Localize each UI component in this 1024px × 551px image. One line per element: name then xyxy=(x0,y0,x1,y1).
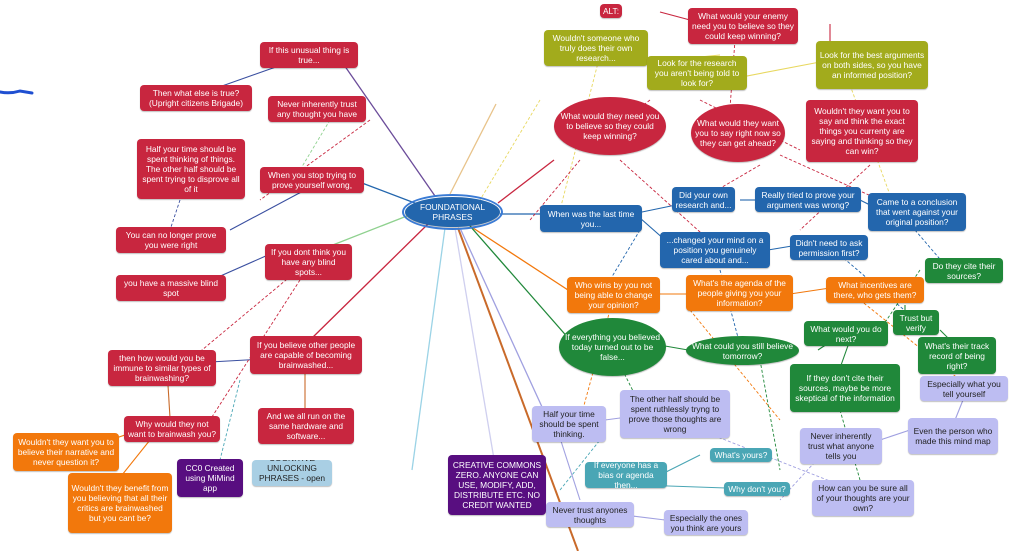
node-especially-yourself[interactable]: Especially what you tell yourself xyxy=(920,376,1008,401)
node-came-conclusion[interactable]: Came to a conclusion that went against y… xyxy=(868,193,966,231)
node-immune[interactable]: then how would you be immune to similar … xyxy=(108,350,216,386)
main-branches xyxy=(309,61,579,551)
node-what-else[interactable]: Then what else is true? (Upright citizen… xyxy=(140,85,252,111)
node-believe-others[interactable]: If you believe other people are capable … xyxy=(250,336,362,374)
node-unusual-thing[interactable]: If this unusual thing is true... xyxy=(260,42,358,68)
node-made-map[interactable]: Even the person who made this mind map xyxy=(908,418,998,454)
node-cognitive-unlocking[interactable]: COGNITIVE UNLOCKING PHRASES - open sourc… xyxy=(252,460,332,486)
node-half-thinking[interactable]: Half your time should be spent thinking … xyxy=(137,139,245,199)
node-think-exact[interactable]: Wouldn't they want you to say and think … xyxy=(806,100,918,162)
node-benefit[interactable]: Wouldn't they benefit from you believing… xyxy=(68,473,172,533)
node-truly-research[interactable]: Wouldn't someone who truly does their ow… xyxy=(544,30,648,66)
node-tried-prove[interactable]: Really tried to prove your argument was … xyxy=(755,187,861,212)
node-brainwash-you[interactable]: Why would they not want to brainwash you… xyxy=(124,416,220,442)
node-especially-yours[interactable]: Especially the ones you think are yours xyxy=(664,510,748,535)
node-never-tells[interactable]: Never inherently trust what anyone tells… xyxy=(800,428,882,464)
node-never-thought[interactable]: Never inherently trust any thought you h… xyxy=(268,96,366,122)
node-believe-tomorrow[interactable]: What could you still believe tomorrow? xyxy=(686,336,799,365)
node-bias-agenda[interactable]: If everyone has a bias or agenda then... xyxy=(585,462,667,488)
node-track-record[interactable]: What's their track record of being right… xyxy=(918,337,996,374)
node-no-longer[interactable]: You can no longer prove you were right xyxy=(116,227,226,253)
node-be-sure[interactable]: How can you be sure all of your thoughts… xyxy=(812,480,914,516)
node-cc-license[interactable]: CREATIVE COMMONS ZERO. ANYONE CAN USE, M… xyxy=(448,455,546,515)
node-narrative[interactable]: Wouldn't they want you to believe their … xyxy=(13,433,119,471)
node-foundational-phrases[interactable]: FOUNDATIONAL PHRASES xyxy=(402,194,503,230)
node-why-dont[interactable]: Why don't you? xyxy=(724,482,790,496)
node-want-say[interactable]: What would they want you to say right no… xyxy=(691,104,785,162)
node-never-thoughts[interactable]: Never trust anyones thoughts xyxy=(546,502,634,527)
node-everything-false[interactable]: If everything you believed today turned … xyxy=(559,318,666,376)
node-best-arguments[interactable]: Look for the best arguments on both side… xyxy=(816,41,928,89)
node-whats-yours[interactable]: What's yours? xyxy=(710,448,772,462)
node-agenda[interactable]: What's the agenda of the people giving y… xyxy=(686,275,793,311)
node-stop-trying[interactable]: When you stop trying to prove yourself w… xyxy=(260,167,364,193)
node-trust-verify[interactable]: Trust but verify xyxy=(893,310,939,335)
node-look-research[interactable]: Look for the research you aren't being t… xyxy=(647,56,747,90)
node-cc0[interactable]: CC0 Created using MiMind app xyxy=(177,459,243,497)
node-did-research[interactable]: Did your own research and... xyxy=(672,187,735,212)
node-when-last[interactable]: When was the last time you... xyxy=(540,205,642,232)
node-blind-spots[interactable]: If you dont think you have any blind spo… xyxy=(265,244,352,280)
node-incentives[interactable]: What incentives are there, who gets them… xyxy=(826,277,924,303)
node-enemy[interactable]: What would your enemy need you to believ… xyxy=(688,8,798,44)
node-didnt-ask[interactable]: Didn't need to ask permission first? xyxy=(790,235,868,260)
node-who-wins[interactable]: Who wins by you not being able to change… xyxy=(567,277,660,313)
node-changed-mind[interactable]: ...changed your mind on a position you g… xyxy=(660,232,770,268)
node-alt[interactable]: ALT: xyxy=(600,4,622,18)
node-need-believe[interactable]: What would they need you to believe so t… xyxy=(554,97,666,155)
node-other-half[interactable]: The other half should be spent ruthlessl… xyxy=(620,390,730,438)
node-half-spent[interactable]: Half your time should be spent thinking. xyxy=(532,406,606,442)
node-same-hardware[interactable]: And we all run on the same hardware and … xyxy=(258,408,354,444)
node-dont-cite[interactable]: If they don't cite their sources, maybe … xyxy=(790,364,900,412)
node-what-next[interactable]: What would you do next? xyxy=(804,321,888,346)
node-cite-sources[interactable]: Do they cite their sources? xyxy=(925,258,1003,283)
node-massive-blind-spot[interactable]: you have a massive blind spot xyxy=(116,275,226,301)
stray-pen-mark xyxy=(0,89,34,95)
